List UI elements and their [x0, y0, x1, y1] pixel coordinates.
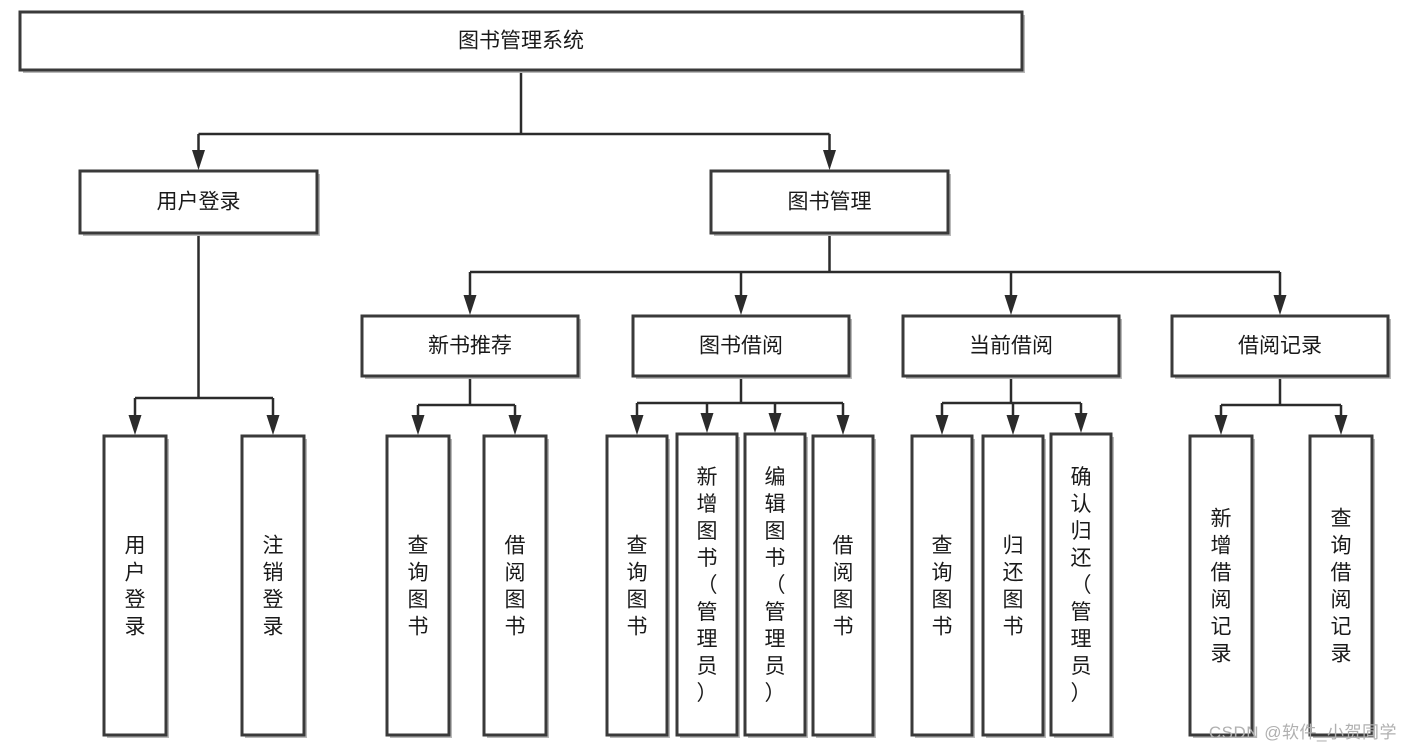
connector-group-login — [128, 233, 280, 435]
node-bookmgmt[interactable]: 图书管理 — [709, 169, 951, 236]
arrow-head-icon — [630, 415, 644, 435]
node-label: 查询图书 — [932, 535, 953, 639]
node-leaf11[interactable]: 确认归还（管理员） — [1049, 432, 1114, 738]
arrow-head-icon — [734, 295, 748, 315]
arrow-head-icon — [700, 413, 714, 433]
node-leaf1[interactable]: 用户登录 — [102, 434, 169, 738]
node-box[interactable] — [910, 434, 974, 737]
node-newbook[interactable]: 新书推荐 — [360, 314, 581, 379]
node-leaf9[interactable]: 查询图书 — [910, 434, 975, 738]
arrow-head-icon — [1334, 415, 1348, 435]
node-box[interactable] — [1170, 314, 1390, 378]
node-leaf13[interactable]: 查询借阅记录 — [1308, 434, 1375, 738]
node-leaf3[interactable]: 查询图书 — [385, 434, 452, 738]
node-box[interactable] — [605, 434, 669, 737]
connector-group-record — [1214, 376, 1348, 435]
node-box[interactable] — [901, 314, 1121, 378]
arrow-head-icon — [508, 415, 522, 435]
node-leaf5[interactable]: 查询图书 — [605, 434, 670, 738]
connector-group-borrow — [630, 376, 850, 435]
node-root[interactable]: 图书管理系统 — [18, 10, 1025, 73]
node-record[interactable]: 借阅记录 — [1170, 314, 1391, 379]
arrow-head-icon — [1214, 415, 1228, 435]
node-box[interactable] — [675, 432, 739, 737]
arrow-head-icon — [935, 415, 949, 435]
node-label: 借阅记录 — [1238, 335, 1322, 358]
node-box[interactable] — [709, 169, 950, 235]
node-label: 图书管理 — [788, 191, 872, 214]
arrow-head-icon — [266, 415, 280, 435]
arrow-head-icon — [1006, 415, 1020, 435]
node-current[interactable]: 当前借阅 — [901, 314, 1122, 379]
node-label: 查询图书 — [408, 535, 429, 639]
node-box[interactable] — [631, 314, 851, 378]
node-box[interactable] — [1049, 432, 1113, 737]
node-label: 图书借阅 — [699, 335, 783, 358]
node-box[interactable] — [1308, 434, 1374, 737]
node-label: 确认归还（管理员） — [1071, 466, 1092, 705]
node-box[interactable] — [385, 434, 451, 737]
arrow-head-icon — [768, 413, 782, 433]
arrow-head-icon — [823, 150, 836, 170]
node-leaf7[interactable]: 编辑图书（管理员） — [743, 432, 808, 738]
watermark-label: CSDN @软件_小贺同学 — [1208, 723, 1397, 742]
node-label: 查询借阅记录 — [1331, 508, 1352, 666]
node-label: 借阅图书 — [505, 535, 526, 639]
arrow-head-icon — [836, 415, 850, 435]
node-box[interactable] — [1188, 434, 1254, 737]
arrow-head-icon — [1074, 413, 1088, 433]
connector-layer — [128, 70, 1348, 435]
node-box[interactable] — [240, 434, 306, 737]
arrow-head-icon — [128, 415, 142, 435]
node-box[interactable] — [743, 432, 807, 737]
connector-group-bookmgmt — [463, 233, 1287, 315]
node-label: 注销登录 — [263, 535, 284, 639]
arrow-head-icon — [463, 295, 477, 315]
node-leaf4[interactable]: 借阅图书 — [482, 434, 549, 738]
node-box[interactable] — [78, 169, 319, 235]
arrow-head-icon — [1273, 295, 1287, 315]
node-box[interactable] — [360, 314, 580, 378]
node-label: 新书推荐 — [428, 335, 512, 358]
node-label: 编辑图书（管理员） — [765, 466, 786, 705]
node-box[interactable] — [102, 434, 168, 737]
node-leaf12[interactable]: 新增借阅记录 — [1188, 434, 1255, 738]
node-label: 借阅图书 — [833, 535, 854, 639]
node-layer: 图书管理系统用户登录图书管理新书推荐图书借阅当前借阅借阅记录用户登录注销登录查询… — [18, 10, 1391, 738]
node-box[interactable] — [981, 434, 1045, 737]
node-borrow[interactable]: 图书借阅 — [631, 314, 852, 379]
connector-group-current — [935, 376, 1088, 435]
node-label: 图书管理系统 — [458, 30, 584, 53]
node-label: 新增图书（管理员） — [697, 466, 718, 705]
node-label: 当前借阅 — [969, 335, 1053, 358]
arrow-head-icon — [411, 415, 425, 435]
node-label: 查询图书 — [627, 535, 648, 639]
node-label: 归还图书 — [1003, 535, 1024, 639]
arrow-head-icon — [1004, 295, 1018, 315]
node-leaf2[interactable]: 注销登录 — [240, 434, 307, 738]
node-label: 用户登录 — [125, 535, 146, 639]
node-box[interactable] — [18, 10, 1024, 72]
connector-group-root — [192, 70, 836, 170]
node-leaf8[interactable]: 借阅图书 — [811, 434, 876, 738]
node-leaf10[interactable]: 归还图书 — [981, 434, 1046, 738]
node-label: 用户登录 — [157, 191, 241, 214]
arrow-head-icon — [192, 150, 205, 170]
connector-group-newbook — [411, 376, 522, 435]
node-leaf6[interactable]: 新增图书（管理员） — [675, 432, 740, 738]
node-box[interactable] — [811, 434, 875, 737]
node-login[interactable]: 用户登录 — [78, 169, 320, 236]
node-box[interactable] — [482, 434, 548, 737]
node-label: 新增借阅记录 — [1211, 508, 1232, 666]
